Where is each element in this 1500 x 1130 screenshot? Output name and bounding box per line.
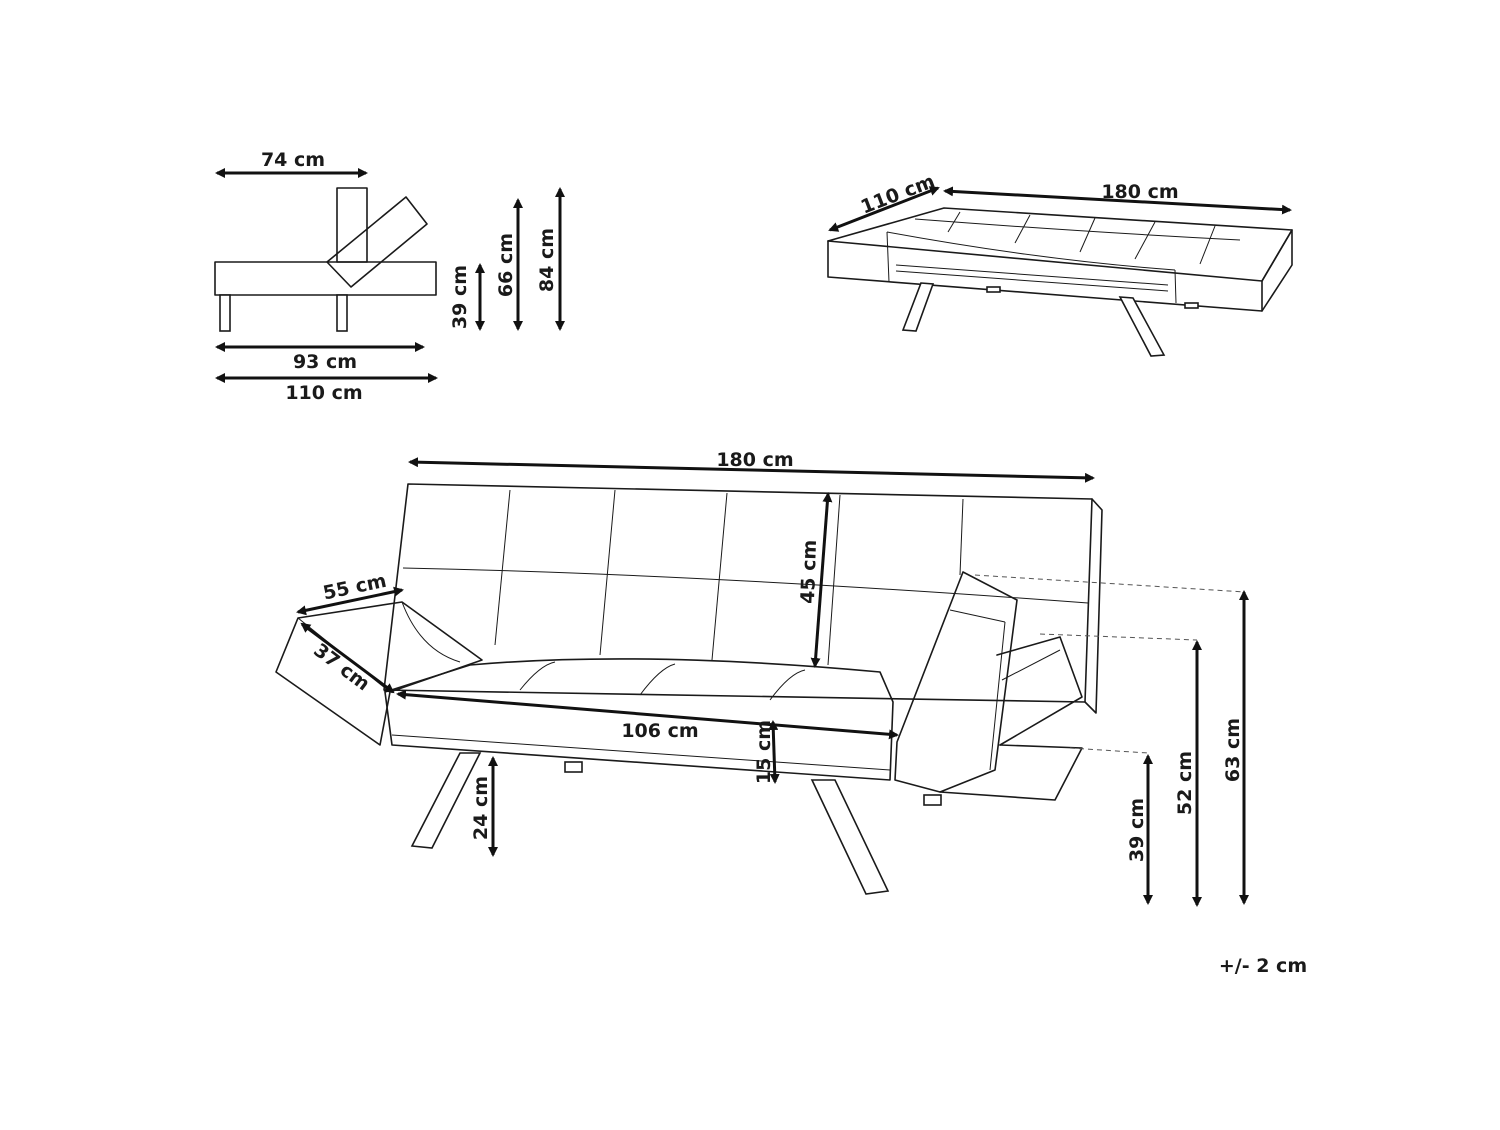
front-width-total-label: 180 cm [716,449,793,471]
bed-view: 110 cm 180 cm [827,170,1293,357]
seat-height-reference [1069,747,1149,754]
armrest-width-label: 37 cm [309,639,373,695]
front-width-total-arrow [408,457,1095,483]
side-height-back-mid-label: 66 cm [495,233,517,297]
arm-height-reference [1039,633,1198,641]
side-height-total-label: 84 cm [536,228,558,292]
tolerance-note: +/- 2 cm [1219,955,1307,977]
bed-view-sofa-drawing [827,207,1293,357]
side-height-seat-label: 39 cm [449,265,471,329]
side-depth-seat-label: 74 cm [261,149,325,171]
front-view: 180 cm 45 cm 55 cm 37 cm 106 cm 15 cm 24… [275,449,1249,907]
seat-width-arrow [396,689,899,740]
side-view: 74 cm 39 cm 66 cm 84 cm 93 cm 110 cm [214,149,565,404]
back-total-height-label: 63 cm [1222,718,1244,782]
armrest-height-label: 52 cm [1174,751,1196,815]
bed-depth-arrow [828,186,940,232]
armrest-length-arrow [296,586,404,616]
seat-thickness-arrow [768,720,780,784]
back-height-arrow [810,492,833,668]
seat-width-label: 106 cm [621,720,698,742]
armrest-width-arrow [300,622,395,694]
back-height-label: 45 cm [797,539,821,604]
side-view-sofa-drawing [214,187,437,332]
seat-thickness-label: 15 cm [753,720,775,784]
side-width-total-label: 110 cm [285,382,362,404]
bed-width-label: 180 cm [1101,181,1178,203]
leg-height-label: 24 cm [470,776,492,840]
side-width-base-label: 93 cm [293,351,357,373]
front-view-sofa-drawing [275,483,1103,895]
seat-height-label: 39 cm [1126,798,1148,862]
bed-depth-label: 110 cm [858,170,938,218]
back-height-reference [974,574,1246,593]
bed-width-arrow [943,186,1292,215]
